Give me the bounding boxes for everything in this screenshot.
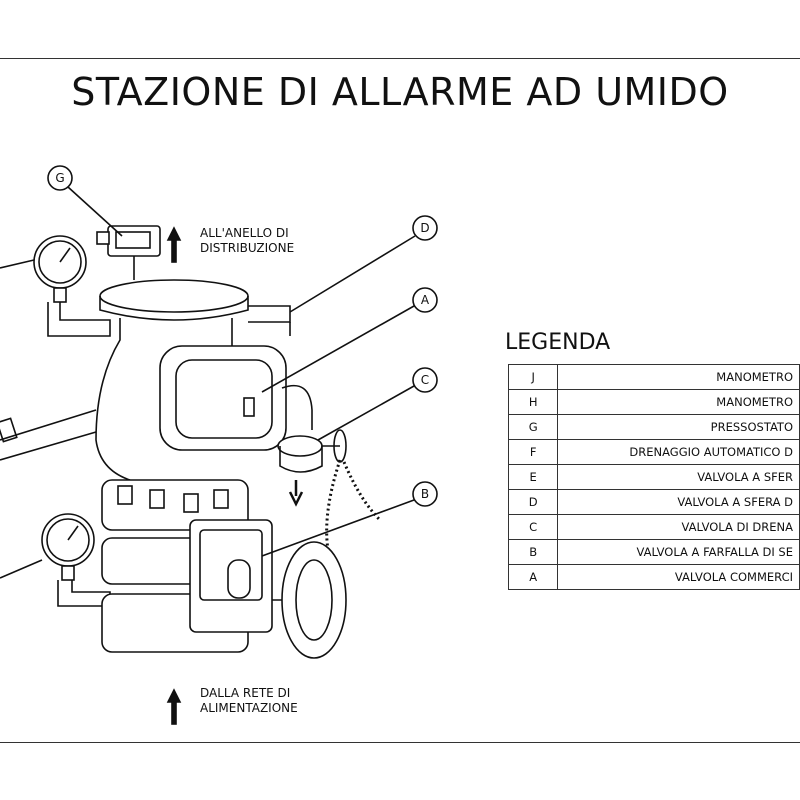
callout-label: B bbox=[421, 487, 429, 501]
callout-a: A bbox=[261, 287, 438, 393]
top-pressure-gauge bbox=[0, 235, 111, 337]
legend-code: H bbox=[507, 389, 559, 415]
pressure-switch bbox=[96, 225, 161, 280]
flow-note-top-line-2: DISTRIBUZIONE bbox=[200, 241, 295, 255]
callout-label: C bbox=[421, 373, 429, 387]
legend-code: C bbox=[507, 514, 559, 540]
valve-chain bbox=[325, 459, 382, 561]
legend-description: VALVOLA DI DRENA bbox=[557, 514, 800, 540]
callout-label: G bbox=[55, 171, 64, 185]
legend-code: B bbox=[507, 539, 559, 565]
legend-description: VALVOLA COMMERCI bbox=[557, 564, 800, 590]
callout-c: C bbox=[317, 367, 438, 441]
flow-note-bottom-line-2: ALIMENTAZIONE bbox=[200, 701, 298, 715]
flow-note-bottom: DALLA RETE DI ALIMENTAZIONE bbox=[200, 686, 298, 716]
legend-description: DRENAGGIO AUTOMATICO D bbox=[557, 439, 800, 465]
legend-code: E bbox=[507, 464, 559, 490]
callout-g: G bbox=[47, 165, 123, 237]
callout-d: D bbox=[289, 215, 438, 313]
bottom-frame-line bbox=[0, 742, 800, 743]
legend-description: MANOMETRO bbox=[557, 364, 800, 390]
legend-title: LEGENDA bbox=[505, 330, 611, 355]
flow-note-top-line-1: ALL'ANELLO DI bbox=[200, 226, 289, 240]
legend-description: VALVOLA A SFERA D bbox=[557, 489, 800, 515]
legend-code: D bbox=[507, 489, 559, 515]
legend-code: A bbox=[507, 564, 559, 590]
butterfly-valve bbox=[189, 519, 347, 659]
trim-chamber bbox=[159, 345, 323, 473]
callout-label: D bbox=[420, 221, 429, 235]
flow-note-top: ALL'ANELLO DI DISTRIBUZIONE bbox=[200, 226, 294, 256]
callout-label: A bbox=[421, 293, 430, 307]
legend-code: F bbox=[507, 439, 559, 465]
legend-description: VALVOLA A SFER bbox=[557, 464, 800, 490]
flow-arrows bbox=[166, 226, 182, 725]
alarm-valve-body bbox=[0, 279, 291, 481]
legend-description: PRESSOSTATO bbox=[557, 414, 800, 440]
legend-description: VALVOLA A FARFALLA DI SE bbox=[557, 539, 800, 565]
flow-note-bottom-line-1: DALLA RETE DI bbox=[200, 686, 291, 700]
page-title: STAZIONE DI ALLARME AD UMIDO bbox=[71, 70, 729, 114]
top-frame-line bbox=[0, 58, 800, 59]
callout-b: B bbox=[261, 481, 438, 557]
legend-code: G bbox=[507, 414, 559, 440]
legend-description: MANOMETRO bbox=[557, 389, 800, 415]
legend-code: J bbox=[507, 364, 559, 390]
